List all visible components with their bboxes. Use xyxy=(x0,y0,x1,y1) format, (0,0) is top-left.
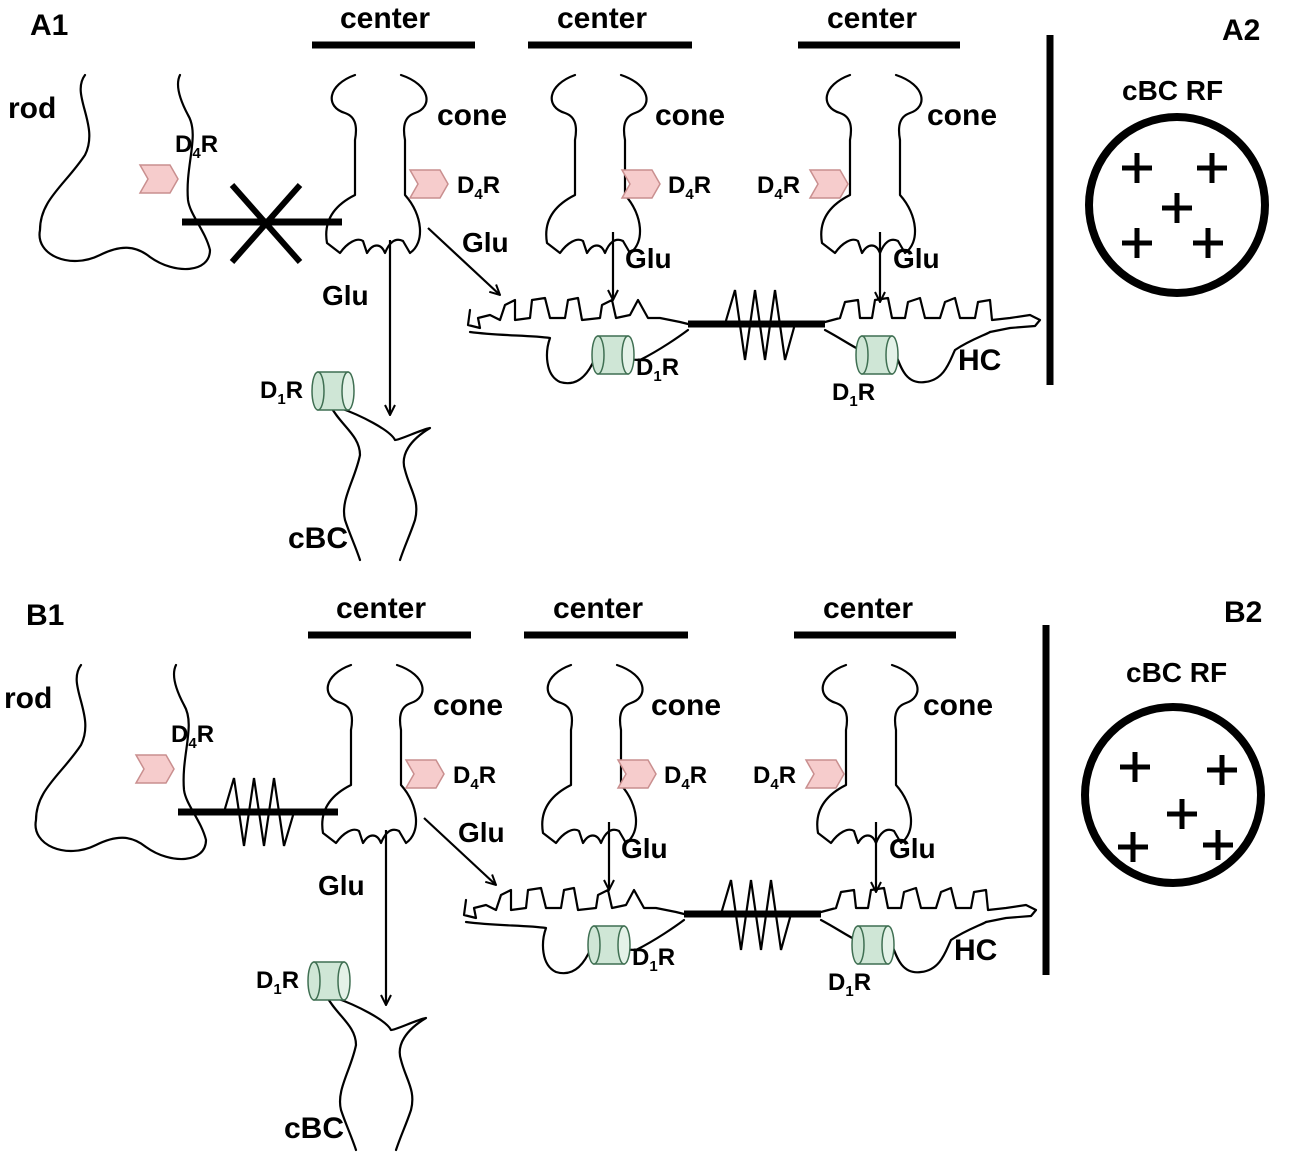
center-label-2: center xyxy=(553,592,643,625)
cone-label-1: cone xyxy=(437,99,507,132)
d4r-label-cone-3: D4R xyxy=(757,172,800,203)
rod-label: rod xyxy=(4,682,52,715)
rf-label: cBC RF xyxy=(1122,75,1223,106)
center-label-3: center xyxy=(827,2,917,35)
cone-label-1: cone xyxy=(433,689,503,722)
glu-label-1: Glu xyxy=(458,817,505,848)
x-cross-icon xyxy=(229,183,303,264)
glu-label-cbc: Glu xyxy=(318,870,365,901)
plus-icon-group-b xyxy=(1118,752,1237,862)
glu-label-3: Glu xyxy=(889,833,936,864)
cone-label-2: cone xyxy=(651,689,721,722)
hc-label: HC xyxy=(958,344,1001,377)
center-label-1: center xyxy=(340,2,430,35)
d1r-label-hc-right: D1R xyxy=(828,969,871,1000)
panel-label-a1: A1 xyxy=(30,9,68,42)
d4r-label-cone-3: D4R xyxy=(753,762,796,793)
glu-label-cbc: Glu xyxy=(322,280,369,311)
hc-label: HC xyxy=(954,934,997,967)
cone-label-3: cone xyxy=(923,689,993,722)
cbc-label: cBC xyxy=(284,1112,344,1145)
glu-label-1: Glu xyxy=(462,227,509,258)
glu-label-3: Glu xyxy=(893,243,940,274)
center-label-2: center xyxy=(557,2,647,35)
cbc-label: cBC xyxy=(288,522,348,555)
glu-label-2: Glu xyxy=(625,243,672,274)
d4r-label-cone-1: D4R xyxy=(453,762,496,793)
d4r-label-cone-2: D4R xyxy=(668,172,711,203)
center-label-3: center xyxy=(823,592,913,625)
d1r-label-cbc: D1R xyxy=(256,967,299,998)
glu-label-2: Glu xyxy=(621,833,668,864)
panel-label-a2: A2 xyxy=(1222,14,1260,47)
d4r-label-cone-2: D4R xyxy=(664,762,707,793)
panel-a: A1 A2 center center center rod cone cone… xyxy=(8,2,1265,560)
plus-icon-group-a xyxy=(1122,153,1227,258)
d1r-label-hc-left: D1R xyxy=(632,944,675,975)
panel-label-b1: B1 xyxy=(26,599,64,632)
d1r-label-hc-right: D1R xyxy=(832,379,875,410)
cone-label-2: cone xyxy=(655,99,725,132)
circuit-b xyxy=(36,625,1261,1150)
d1r-label-cbc: D1R xyxy=(260,377,303,408)
rod-cone-gap-junction-zigzag xyxy=(222,777,296,847)
d4r-label-rod: D4R xyxy=(175,131,218,162)
panel-b: B1 B2 center center center rod cone cone… xyxy=(4,592,1262,1150)
rf-label: cBC RF xyxy=(1126,657,1227,688)
center-label-1: center xyxy=(336,592,426,625)
panel-label-b2: B2 xyxy=(1224,596,1262,629)
d1r-label-hc-left: D1R xyxy=(636,354,679,385)
cone-label-3: cone xyxy=(927,99,997,132)
circuit-a xyxy=(40,35,1265,560)
rod-label: rod xyxy=(8,92,56,125)
d4r-label-rod: D4R xyxy=(171,721,214,752)
d4r-label-cone-1: D4R xyxy=(457,172,500,203)
